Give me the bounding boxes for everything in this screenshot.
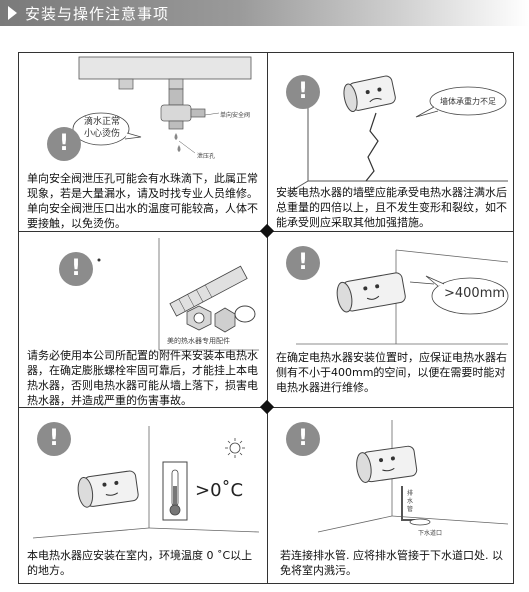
section-title: 安装与操作注意事项 [25,4,170,23]
cell-temperature: >0˚C ! 本电热水器应安装在室内，环境温度 0 ˚C以上的地方。 [19,408,267,584]
safety-valve-illustration [72,56,252,154]
cell-accessories: 美的热水器专用配件 ! 请务必使用本公司所配置的附件来安装本电热水器，在确定膨胀… [19,232,267,408]
cell-clearance: >400mm ! 在确定电热水器安装位置时，应保证电热水器右侧有不小于400mm… [268,232,516,408]
caption: 若连接排水管. 应将排水管接于下水道口处. 以免将室内溅污。 [280,549,503,577]
triangle-marker-icon [8,6,17,20]
instruction-grid: 滴水正常 小心烫伤 单向安全阀 泄压孔 ! 单向安全阀泄压孔可能会有水珠滴下，此… [18,52,514,584]
warning-icon: ! [37,422,71,456]
cell-wall-load: 墙体承重力不足 ! 安装电热水器的墙壁应能承受电热水器注满水后总重量的四倍以上，… [268,53,516,229]
bubble-text: 墙体承重力不足 [440,97,496,106]
section-header: 安装与操作注意事项 [0,0,529,26]
drain-pipe-illustration [317,420,509,533]
caption: 在确定电热水器安装位置时，应保证电热水器右侧有不小于400mm的空间，以便在需要… [276,351,507,394]
grid-divider-vertical [267,53,268,583]
warning-icon: ! [286,422,320,456]
valve-label: 单向安全阀 [220,112,251,119]
caption: 本电热水器应安装在室内，环境温度 0 ˚C以上的地方。 [27,549,253,577]
warning-icon: ! [286,246,320,280]
clearance-bubble-text: >400mm [444,286,506,301]
warning-icon: ! [47,127,81,161]
bubble-text: 滴水正常 小心烫伤 [83,117,120,139]
drain-pipe-label: 排水管 [407,490,414,513]
clearance-illustration [296,249,509,345]
relief-hole-label: 泄压孔 [197,153,216,160]
drain-outlet-label: 下水道口 [418,530,443,537]
warning-icon: ! [59,252,93,286]
cell-drain-pipe: 排水管 下水道口 ! 若连接排水管. 应将排水管接于下水道口处. 以免将室内溅污… [268,408,516,584]
caption: 安装电热水器的墙壁应能承受电热水器注满水后总重量的四倍以上，且不发生变形和裂纹，… [276,186,507,229]
wall-crack-illustration [287,75,508,194]
caption: 请务必使用本公司所配置的附件来安装本电热水器，在确定膨胀螺栓牢固可靠后，才能挂上… [27,349,258,407]
cell-safety-valve: 滴水正常 小心烫伤 单向安全阀 泄压孔 ! 单向安全阀泄压孔可能会有水珠滴下，此… [19,53,267,229]
accessories-label: 美的热水器专用配件 [167,337,230,345]
caption: 单向安全阀泄压孔可能会有水珠滴下，此属正常现象，若是大量漏水，请及时找专业人员维… [27,172,258,229]
temperature-text: >0˚C [195,480,244,501]
accessories-illustration [75,238,259,351]
warning-icon: ! [286,75,320,109]
temperature-illustration [32,426,260,539]
